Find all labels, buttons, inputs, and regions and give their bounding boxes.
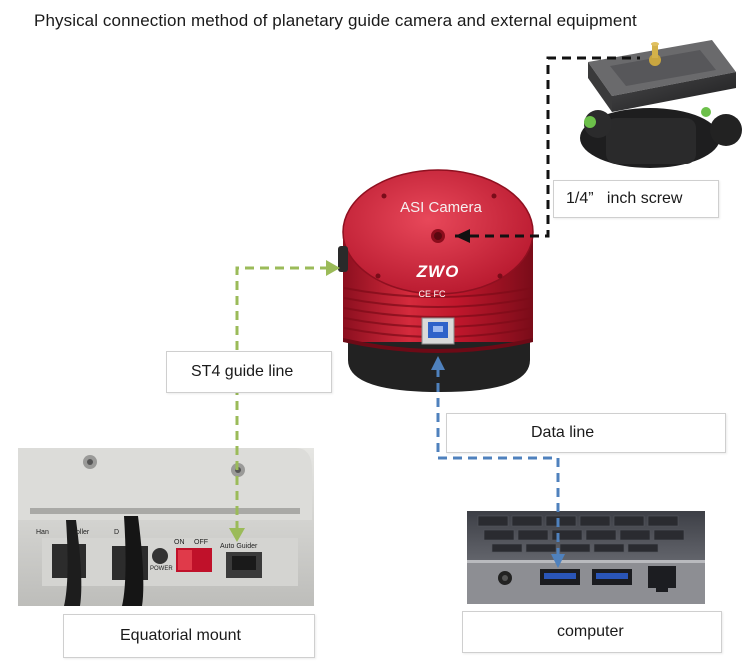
mount-off-label: OFF xyxy=(194,539,208,546)
data-arrow-to-camera xyxy=(431,356,445,370)
screw-label-text: 1/4” inch screw xyxy=(566,190,683,207)
mount-power-label: POWER xyxy=(150,566,173,572)
st4-arrow-to-camera xyxy=(326,260,340,276)
screw-label: 1/4” inch screw xyxy=(553,180,719,218)
st4-guide-line xyxy=(235,266,328,530)
mount-d-label: D xyxy=(114,529,119,536)
mount-on-label: ON xyxy=(174,539,185,546)
diagram-title: Physical connection method of planetary … xyxy=(34,11,637,30)
data-line-label: Data line xyxy=(446,413,726,453)
st4-label-text: ST4 guide line xyxy=(191,363,294,380)
mount-controller-label: oller xyxy=(76,529,90,536)
data-line xyxy=(436,368,560,556)
camera-logo: ZWO xyxy=(416,262,460,281)
screw-connection-line xyxy=(455,56,640,238)
st4-arrow-to-mount xyxy=(229,528,245,542)
equatorial-mount-image xyxy=(18,448,314,606)
asi-camera-image xyxy=(338,169,534,392)
data-arrow-to-computer xyxy=(551,554,565,568)
mount-hand-label: Han xyxy=(36,529,49,536)
st4-label: ST4 guide line xyxy=(166,351,332,393)
computer-label-text: computer xyxy=(557,623,624,640)
tripod-head-image xyxy=(580,40,742,168)
data-line-label-text: Data line xyxy=(531,424,595,441)
camera-label: ASI Camera xyxy=(400,199,482,216)
mount-label: Equatorial mount xyxy=(63,614,315,658)
mount-auto-guider-label: Auto Guider xyxy=(220,543,258,550)
screw-arrow-head xyxy=(455,229,470,243)
mount-label-text: Equatorial mount xyxy=(120,627,241,644)
camera-cert-marks: CE FC xyxy=(419,289,447,299)
computer-label: computer xyxy=(462,611,722,653)
computer-image xyxy=(467,511,705,604)
